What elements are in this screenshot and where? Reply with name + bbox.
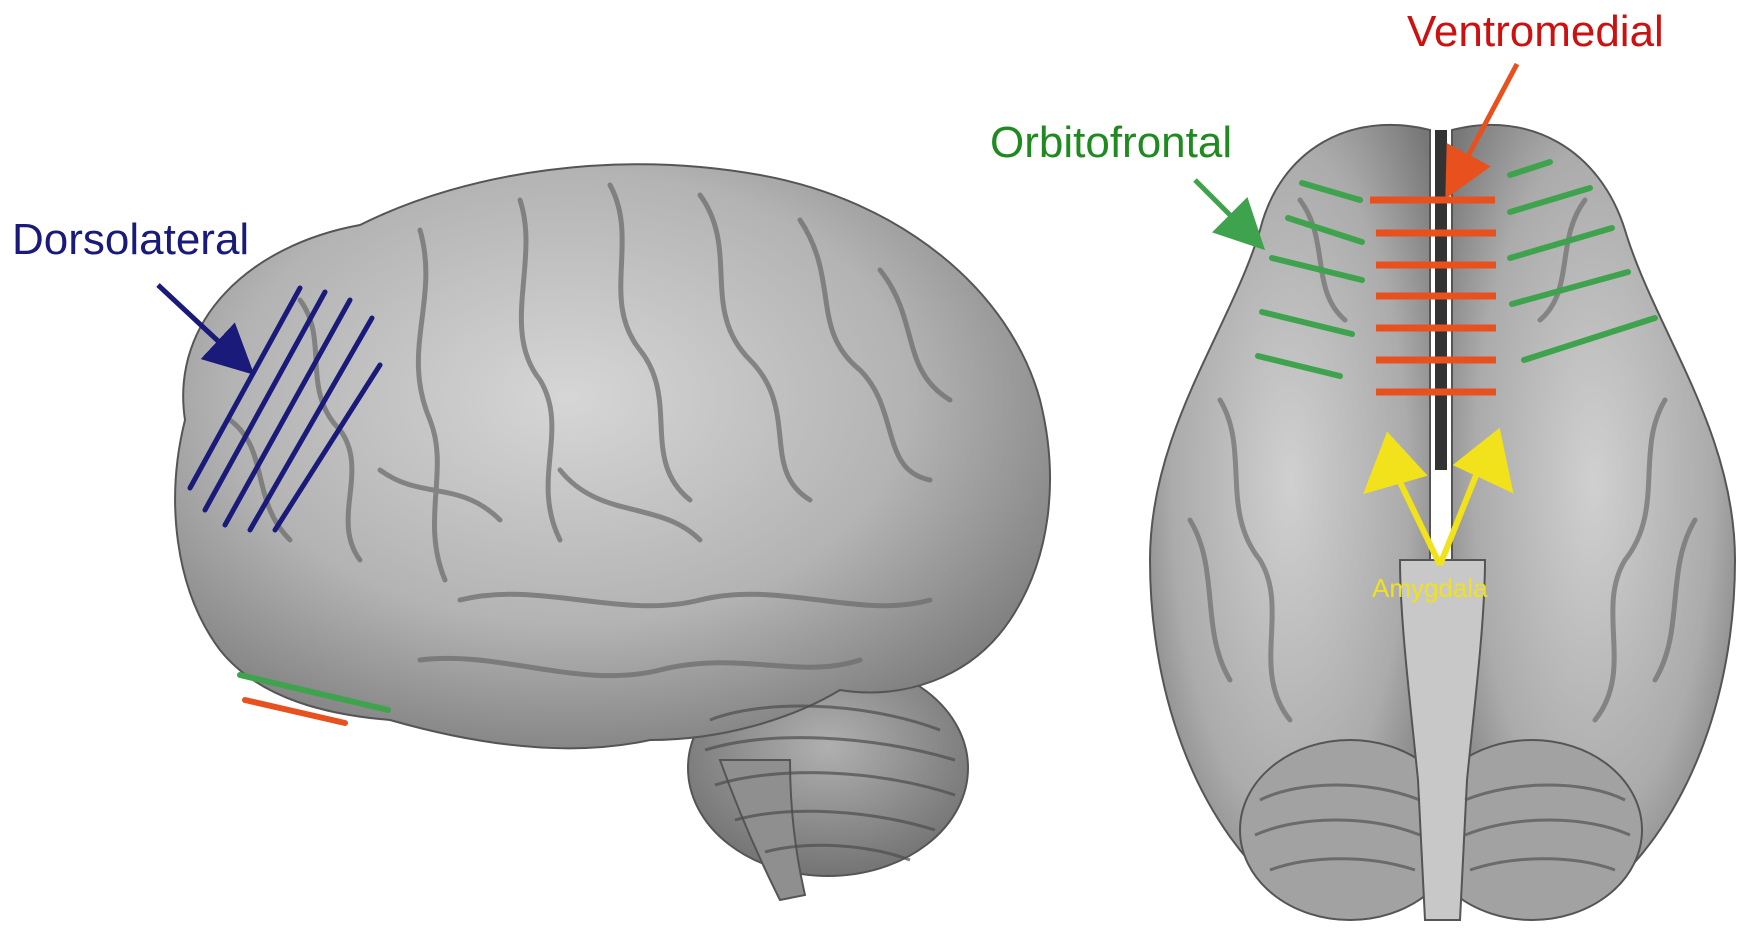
lateral-cerebrum [175,164,1050,748]
ventromedial-label: Ventromedial [1407,10,1664,54]
lateral-brain-view [158,164,1050,900]
dorsolateral-label: Dorsolateral [12,218,249,262]
orbitofrontal-arrow [1195,180,1258,243]
orbitofrontal-label: Orbitofrontal [990,121,1232,165]
basal-brain-view [1150,64,1735,920]
amygdala-label: Amygdala [1372,575,1488,601]
